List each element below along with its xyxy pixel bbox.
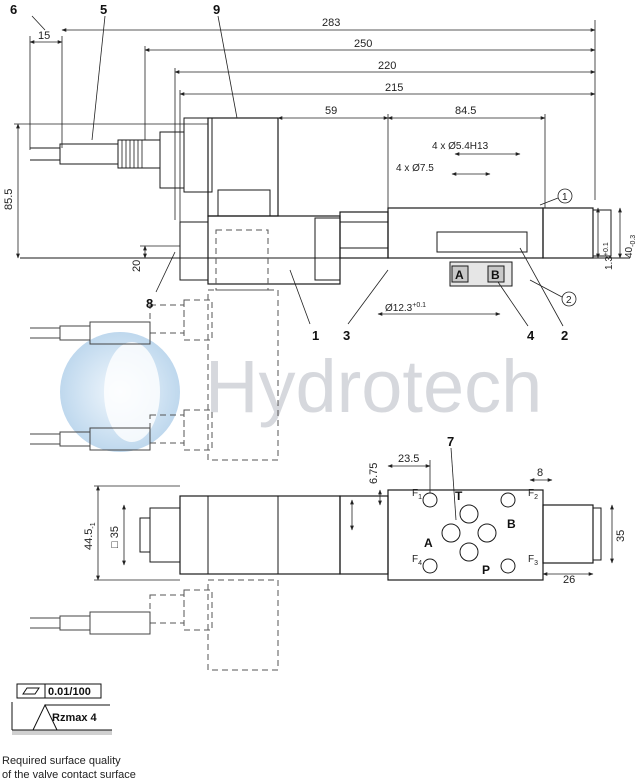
port-a-top: A [455,268,464,282]
port-p: P [482,563,490,577]
watermark: Hydrotech [60,332,542,452]
dim-holes-a: 4 x Ø5.4H13 [432,141,489,152]
callouts [31,15,564,521]
dim-23-5: 23.5 [398,453,419,465]
callout-8: 8 [146,296,153,311]
knurl [121,140,143,168]
surface-note-line-1: Required surface quality [2,755,121,767]
svg-text:1: 1 [562,192,568,203]
dim-26: 26 [563,574,575,586]
roughness-value: Rzmax 4 [52,712,98,724]
svg-text:2: 2 [566,295,572,306]
port-t: T [455,489,463,503]
dim-84-5: 84.5 [455,105,476,117]
dim-20: 20 [131,260,143,272]
port-a: A [424,536,433,550]
dim-59: 59 [325,105,337,117]
callout-6: 6 [10,2,17,17]
top-dimensions [14,20,622,316]
circled-mark-1: 1 [539,188,573,206]
bottom-dimensions [94,460,614,581]
port-f2: F2 [528,488,538,501]
dim-holes-b: 4 x Ø7.5 [396,163,434,174]
callout-3: 3 [343,328,350,343]
surface-symbol [11,683,112,735]
dim-85-5: 85.5 [3,189,15,210]
dim-15: 15 [38,30,50,42]
flatness-value: 0.01/100 [48,686,91,698]
port-b: B [507,517,516,531]
dim-6-75: 6.75 [368,463,380,484]
callout-7: 7 [447,434,454,449]
dim-35: 35 [615,530,627,542]
dim-sq35: □ 35 [109,526,121,548]
port-f4: F4 [412,554,422,567]
dim-250: 250 [354,38,372,50]
circled-mark-2: 2 [529,279,577,307]
callout-4: 4 [527,328,535,343]
surface-note-line-2: of the valve contact surface [2,769,136,781]
callout-1: 1 [312,328,319,343]
dim-220: 220 [378,60,396,72]
callout-2: 2 [561,328,568,343]
watermark-text: Hydrotech [205,345,542,428]
callout-9: 9 [213,2,220,17]
dim-8: 8 [537,467,543,479]
dim-215: 215 [385,82,403,94]
port-f1: F1 [412,488,422,501]
dim-1-3: 1.3+0.1 [603,242,615,270]
port-f3: F3 [528,554,538,567]
dim-12-3: Ø12.3+0.1 [385,302,426,314]
dim-283: 283 [322,17,340,29]
dim-44-5: 44.5-1 [83,522,97,550]
bottom-view [30,489,602,671]
dim-40: 40-0.3 [624,235,637,258]
callout-5: 5 [100,2,107,17]
top-view [20,117,630,461]
port-b-top: B [491,268,500,282]
